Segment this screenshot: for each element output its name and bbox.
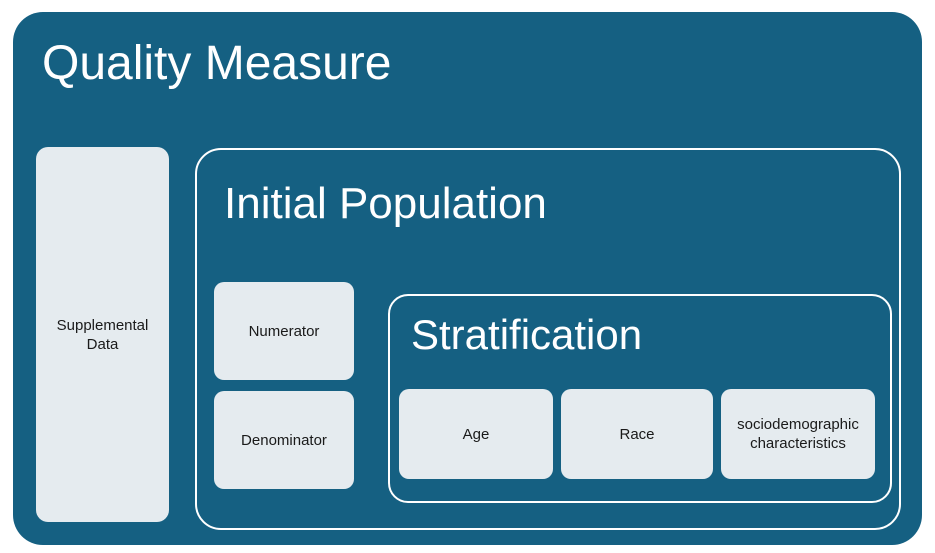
numerator-box: Numerator <box>214 282 354 380</box>
stratification-panel: Stratification Age Race sociodemographic… <box>388 294 892 503</box>
stratification-label-sociodemographic-line1: sociodemographic <box>737 416 859 433</box>
supplemental-data-box: Supplemental Data <box>36 147 169 522</box>
supplemental-data-label-line1: Supplemental <box>56 316 149 334</box>
quality-measure-title: Quality Measure <box>42 37 392 90</box>
numerator-label: Numerator <box>248 322 320 340</box>
stratification-label-race: Race <box>619 425 655 443</box>
numerator-denominator-group: Numerator Denominator <box>214 282 354 489</box>
stratification-title: Stratification <box>411 311 643 358</box>
supplemental-data-label-line2: Data <box>86 335 119 353</box>
stratification-box-age: Age <box>399 389 553 479</box>
stratification-label-age: Age <box>462 425 490 443</box>
stratification-label-sociodemographic: sociodemographic characteristics <box>737 415 859 453</box>
quality-measure-container: Quality Measure Supplemental Data Initia… <box>13 12 922 545</box>
denominator-box: Denominator <box>214 391 354 489</box>
initial-population-panel: Initial Population Numerator Denominator… <box>195 148 901 530</box>
supplemental-data-label: Supplemental Data <box>36 316 169 354</box>
initial-population-title: Initial Population <box>224 179 547 228</box>
stratification-box-sociodemographic: sociodemographic characteristics <box>721 389 875 479</box>
denominator-label: Denominator <box>241 431 327 449</box>
stratification-categories: Age Race sociodemographic characteristic… <box>399 389 875 479</box>
stratification-label-sociodemographic-line2: characteristics <box>750 435 846 452</box>
stratification-box-race: Race <box>561 389 713 479</box>
